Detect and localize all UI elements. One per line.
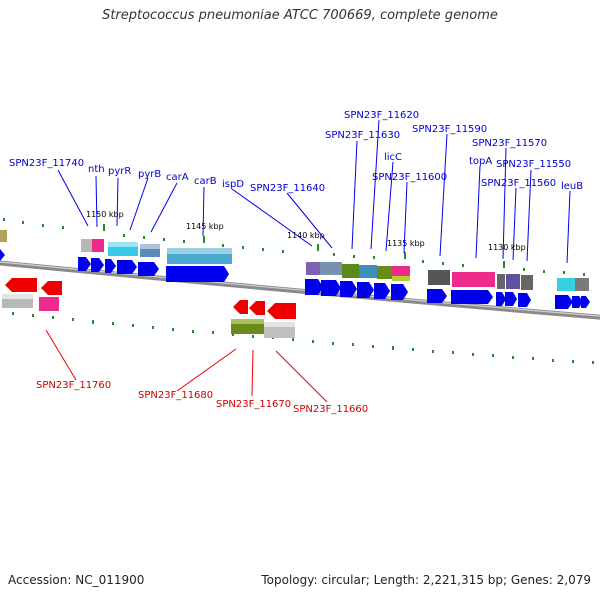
function-boxes-forward — [0, 230, 589, 291]
gene-label-forward[interactable]: SPN23F_11630 — [325, 130, 400, 141]
forward-leader-lines — [57, 119, 571, 264]
gene-label-forward[interactable]: SPN23F_11590 — [412, 124, 487, 135]
genome-title: Streptococcus pneumoniae ATCC 700669, co… — [102, 8, 498, 23]
gene-label-forward[interactable]: SPN23F_11640 — [250, 183, 325, 194]
tick-label: 1145 kbp — [186, 222, 224, 231]
gene-label-forward[interactable]: SPN23F_11620 — [344, 110, 419, 121]
gene-label-forward[interactable]: carB — [194, 176, 217, 187]
outer-tick-row — [3, 218, 585, 276]
gene-label-reverse[interactable]: SPN23F_11670 — [216, 399, 291, 410]
gene-label-forward[interactable]: ispD — [222, 179, 244, 190]
gene-label-forward[interactable]: pyrR — [108, 166, 131, 177]
gene-label-forward[interactable]: licC — [384, 152, 402, 163]
forward-genes — [0, 249, 590, 309]
gene-label-forward[interactable]: SPN23F_11550 — [496, 159, 571, 170]
gene-label-reverse[interactable]: SPN23F_11760 — [36, 380, 111, 391]
genome-backbone — [0, 260, 600, 320]
gene-label-forward[interactable]: topA — [469, 156, 492, 167]
gene-label-reverse[interactable]: SPN23F_11660 — [293, 404, 368, 415]
reverse-leader-lines — [45, 329, 328, 403]
gene-label-forward[interactable]: SPN23F_11560 — [481, 178, 556, 189]
gene-label-forward[interactable]: leuB — [561, 181, 583, 192]
gene-label-forward[interactable]: SPN23F_11600 — [372, 172, 447, 183]
reverse-genes — [5, 278, 296, 319]
genome-stats-text: Topology: circular; Length: 2,221,315 bp… — [261, 573, 591, 587]
gene-label-forward[interactable]: nth — [88, 164, 105, 175]
accession-text: Accession: NC_011900 — [8, 573, 145, 587]
gene-label-forward[interactable]: pyrB — [138, 169, 161, 180]
tick-label: 1130 kbp — [488, 243, 526, 252]
inner-tick-row — [12, 312, 594, 364]
gene-label-forward[interactable]: SPN23F_11570 — [472, 138, 547, 149]
function-boxes-reverse — [2, 294, 295, 338]
gene-label-forward[interactable]: SPN23F_11740 — [9, 158, 84, 169]
tick-label: 1150 kbp — [86, 210, 124, 219]
gene-label-forward[interactable]: carA — [166, 172, 189, 183]
gene-label-reverse[interactable]: SPN23F_11680 — [138, 390, 213, 401]
tick-label: 1135 kbp — [387, 239, 425, 248]
tick-label: 1140 kbp — [287, 231, 325, 240]
